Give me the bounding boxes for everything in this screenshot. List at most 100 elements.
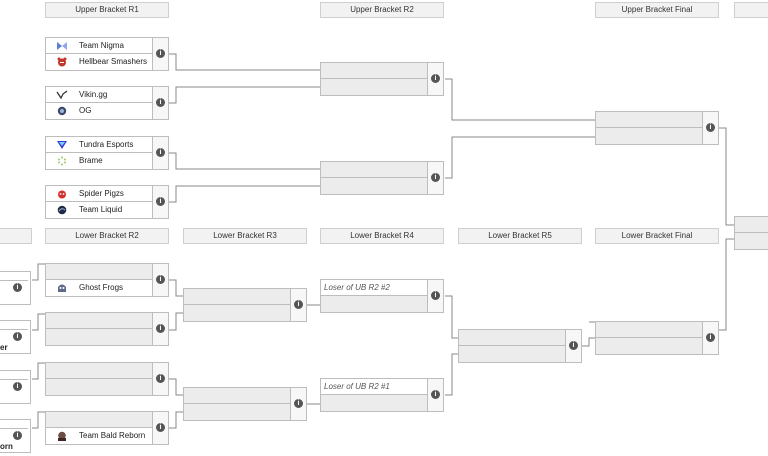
match-ub-r1-3[interactable]: Tundra Esports Brame i [45, 136, 169, 170]
match-lb-r3-2[interactable]: i [183, 387, 307, 421]
team-slot-empty[interactable] [321, 296, 429, 312]
score-column: i [152, 38, 168, 70]
info-icon[interactable]: i [156, 324, 165, 333]
match-ub-r1-4[interactable]: Spider Pigzs Team Liquid i [45, 185, 169, 219]
team-slot-empty[interactable] [46, 363, 154, 379]
team-name-ghost: Ghost Frogs [79, 283, 124, 292]
info-icon[interactable]: i [294, 300, 303, 309]
team-slot-empty[interactable] [184, 404, 292, 420]
match-lb-r2-1[interactable]: Ghost Frogs i [45, 263, 169, 297]
info-icon[interactable]: i [156, 98, 165, 107]
team-name-nigma: Team Nigma [79, 41, 124, 50]
info-icon[interactable]: i [156, 275, 165, 284]
match-lb-r2-4[interactable]: Team Bald Reborn i [45, 411, 169, 445]
team-slot-empty[interactable] [46, 329, 154, 345]
team-slot-empty[interactable] [184, 289, 292, 305]
team-slot-empty[interactable] [184, 305, 292, 321]
liquid-logo-icon [57, 205, 67, 215]
team-slot-placeholder[interactable]: Loser of UB R2 #1 [321, 379, 429, 395]
score-column: i [152, 87, 168, 119]
team-slot-empty[interactable] [596, 128, 704, 144]
team-slot[interactable]: Team Bald Reborn [46, 428, 154, 444]
match-lb-r1-4[interactable]: i orn [0, 419, 31, 453]
team-slot[interactable]: OG [46, 103, 154, 119]
team-slot-empty[interactable] [46, 379, 154, 395]
info-icon[interactable]: i [706, 333, 715, 342]
team-slot-empty[interactable] [735, 233, 768, 249]
team-slot-empty[interactable] [321, 178, 429, 194]
match-lb-r1-3[interactable]: i [0, 370, 31, 404]
match-ub-r2-1[interactable]: i [320, 62, 444, 96]
hellbear-logo-icon [57, 57, 67, 67]
match-lb-r2-2[interactable]: i [45, 312, 169, 346]
team-slot[interactable]: Ghost Frogs [46, 280, 154, 296]
score-column: i [702, 322, 718, 354]
info-icon[interactable]: i [156, 148, 165, 157]
match-lb-r4-1[interactable]: Loser of UB R2 #2 i [320, 279, 444, 313]
header-ub-r1: Upper Bracket R1 [45, 2, 169, 18]
info-icon[interactable]: i [156, 49, 165, 58]
team-slot-placeholder[interactable]: Loser of UB R2 #2 [321, 280, 429, 296]
team-name-hellbear: Hellbear Smashers [79, 57, 148, 66]
team-slot-empty[interactable] [46, 412, 154, 428]
header-grand-final [734, 2, 768, 18]
header-lb-r1 [0, 228, 32, 244]
score-column: i [152, 313, 168, 345]
team-slot-empty[interactable] [184, 388, 292, 404]
header-lb-r4: Lower Bracket R4 [320, 228, 444, 244]
info-icon[interactable]: i [13, 332, 22, 341]
score-column: i [565, 330, 581, 362]
team-slot[interactable]: Brame [46, 153, 154, 169]
score-column: i [290, 388, 306, 420]
info-icon[interactable]: i [13, 283, 22, 292]
team-slot-empty[interactable] [596, 338, 704, 354]
match-lb-r2-3[interactable]: i [45, 362, 169, 396]
score-column: i [152, 137, 168, 169]
team-slot-empty[interactable] [321, 63, 429, 79]
match-ub-r1-1[interactable]: Team Nigma Hellbear Smashers i [45, 37, 169, 71]
info-icon[interactable]: i [431, 74, 440, 83]
team-slot-empty[interactable] [459, 346, 567, 362]
match-ub-r1-2[interactable]: Vikin.gg OG i [45, 86, 169, 120]
team-slot-empty[interactable] [46, 313, 154, 329]
team-name-og: OG [79, 106, 92, 115]
info-icon[interactable]: i [13, 431, 22, 440]
team-slot[interactable]: Team Liquid [46, 202, 154, 218]
match-lb-r1-1[interactable]: i [0, 271, 31, 305]
match-lb-r1-2[interactable]: i er [0, 320, 31, 354]
info-icon[interactable]: i [156, 423, 165, 432]
match-lb-r5[interactable]: i [458, 329, 582, 363]
team-slot-empty[interactable] [321, 395, 429, 411]
team-slot-empty[interactable] [321, 162, 429, 178]
info-icon[interactable]: i [294, 399, 303, 408]
info-icon[interactable]: i [706, 123, 715, 132]
match-grand-final[interactable] [734, 216, 768, 250]
info-icon[interactable]: i [156, 197, 165, 206]
header-lb-r3: Lower Bracket R3 [183, 228, 307, 244]
team-slot-empty[interactable] [46, 264, 154, 280]
info-icon[interactable]: i [431, 390, 440, 399]
team-slot[interactable]: Spider Pigzs [46, 186, 154, 202]
vikin-logo-icon [56, 90, 68, 100]
info-icon[interactable]: i [569, 341, 578, 350]
team-slot[interactable]: Vikin.gg [46, 87, 154, 103]
team-slot[interactable]: Tundra Esports [46, 137, 154, 153]
team-slot[interactable]: Hellbear Smashers [46, 54, 154, 70]
match-lb-r3-1[interactable]: i [183, 288, 307, 322]
match-lb-final[interactable]: i [595, 321, 719, 355]
match-ub-final[interactable]: i [595, 111, 719, 145]
team-slot[interactable]: Team Nigma [46, 38, 154, 54]
team-name-vikin: Vikin.gg [79, 90, 108, 99]
match-ub-r2-2[interactable]: i [320, 161, 444, 195]
team-name-bald: Team Bald Reborn [79, 431, 146, 440]
team-slot-empty[interactable] [321, 79, 429, 95]
team-slot-empty[interactable] [735, 217, 768, 233]
team-slot-empty[interactable] [459, 330, 567, 346]
team-slot-empty[interactable] [596, 322, 704, 338]
team-slot-empty[interactable] [596, 112, 704, 128]
match-lb-r4-2[interactable]: Loser of UB R2 #1 i [320, 378, 444, 412]
info-icon[interactable]: i [156, 374, 165, 383]
info-icon[interactable]: i [431, 173, 440, 182]
info-icon[interactable]: i [13, 382, 22, 391]
info-icon[interactable]: i [431, 291, 440, 300]
